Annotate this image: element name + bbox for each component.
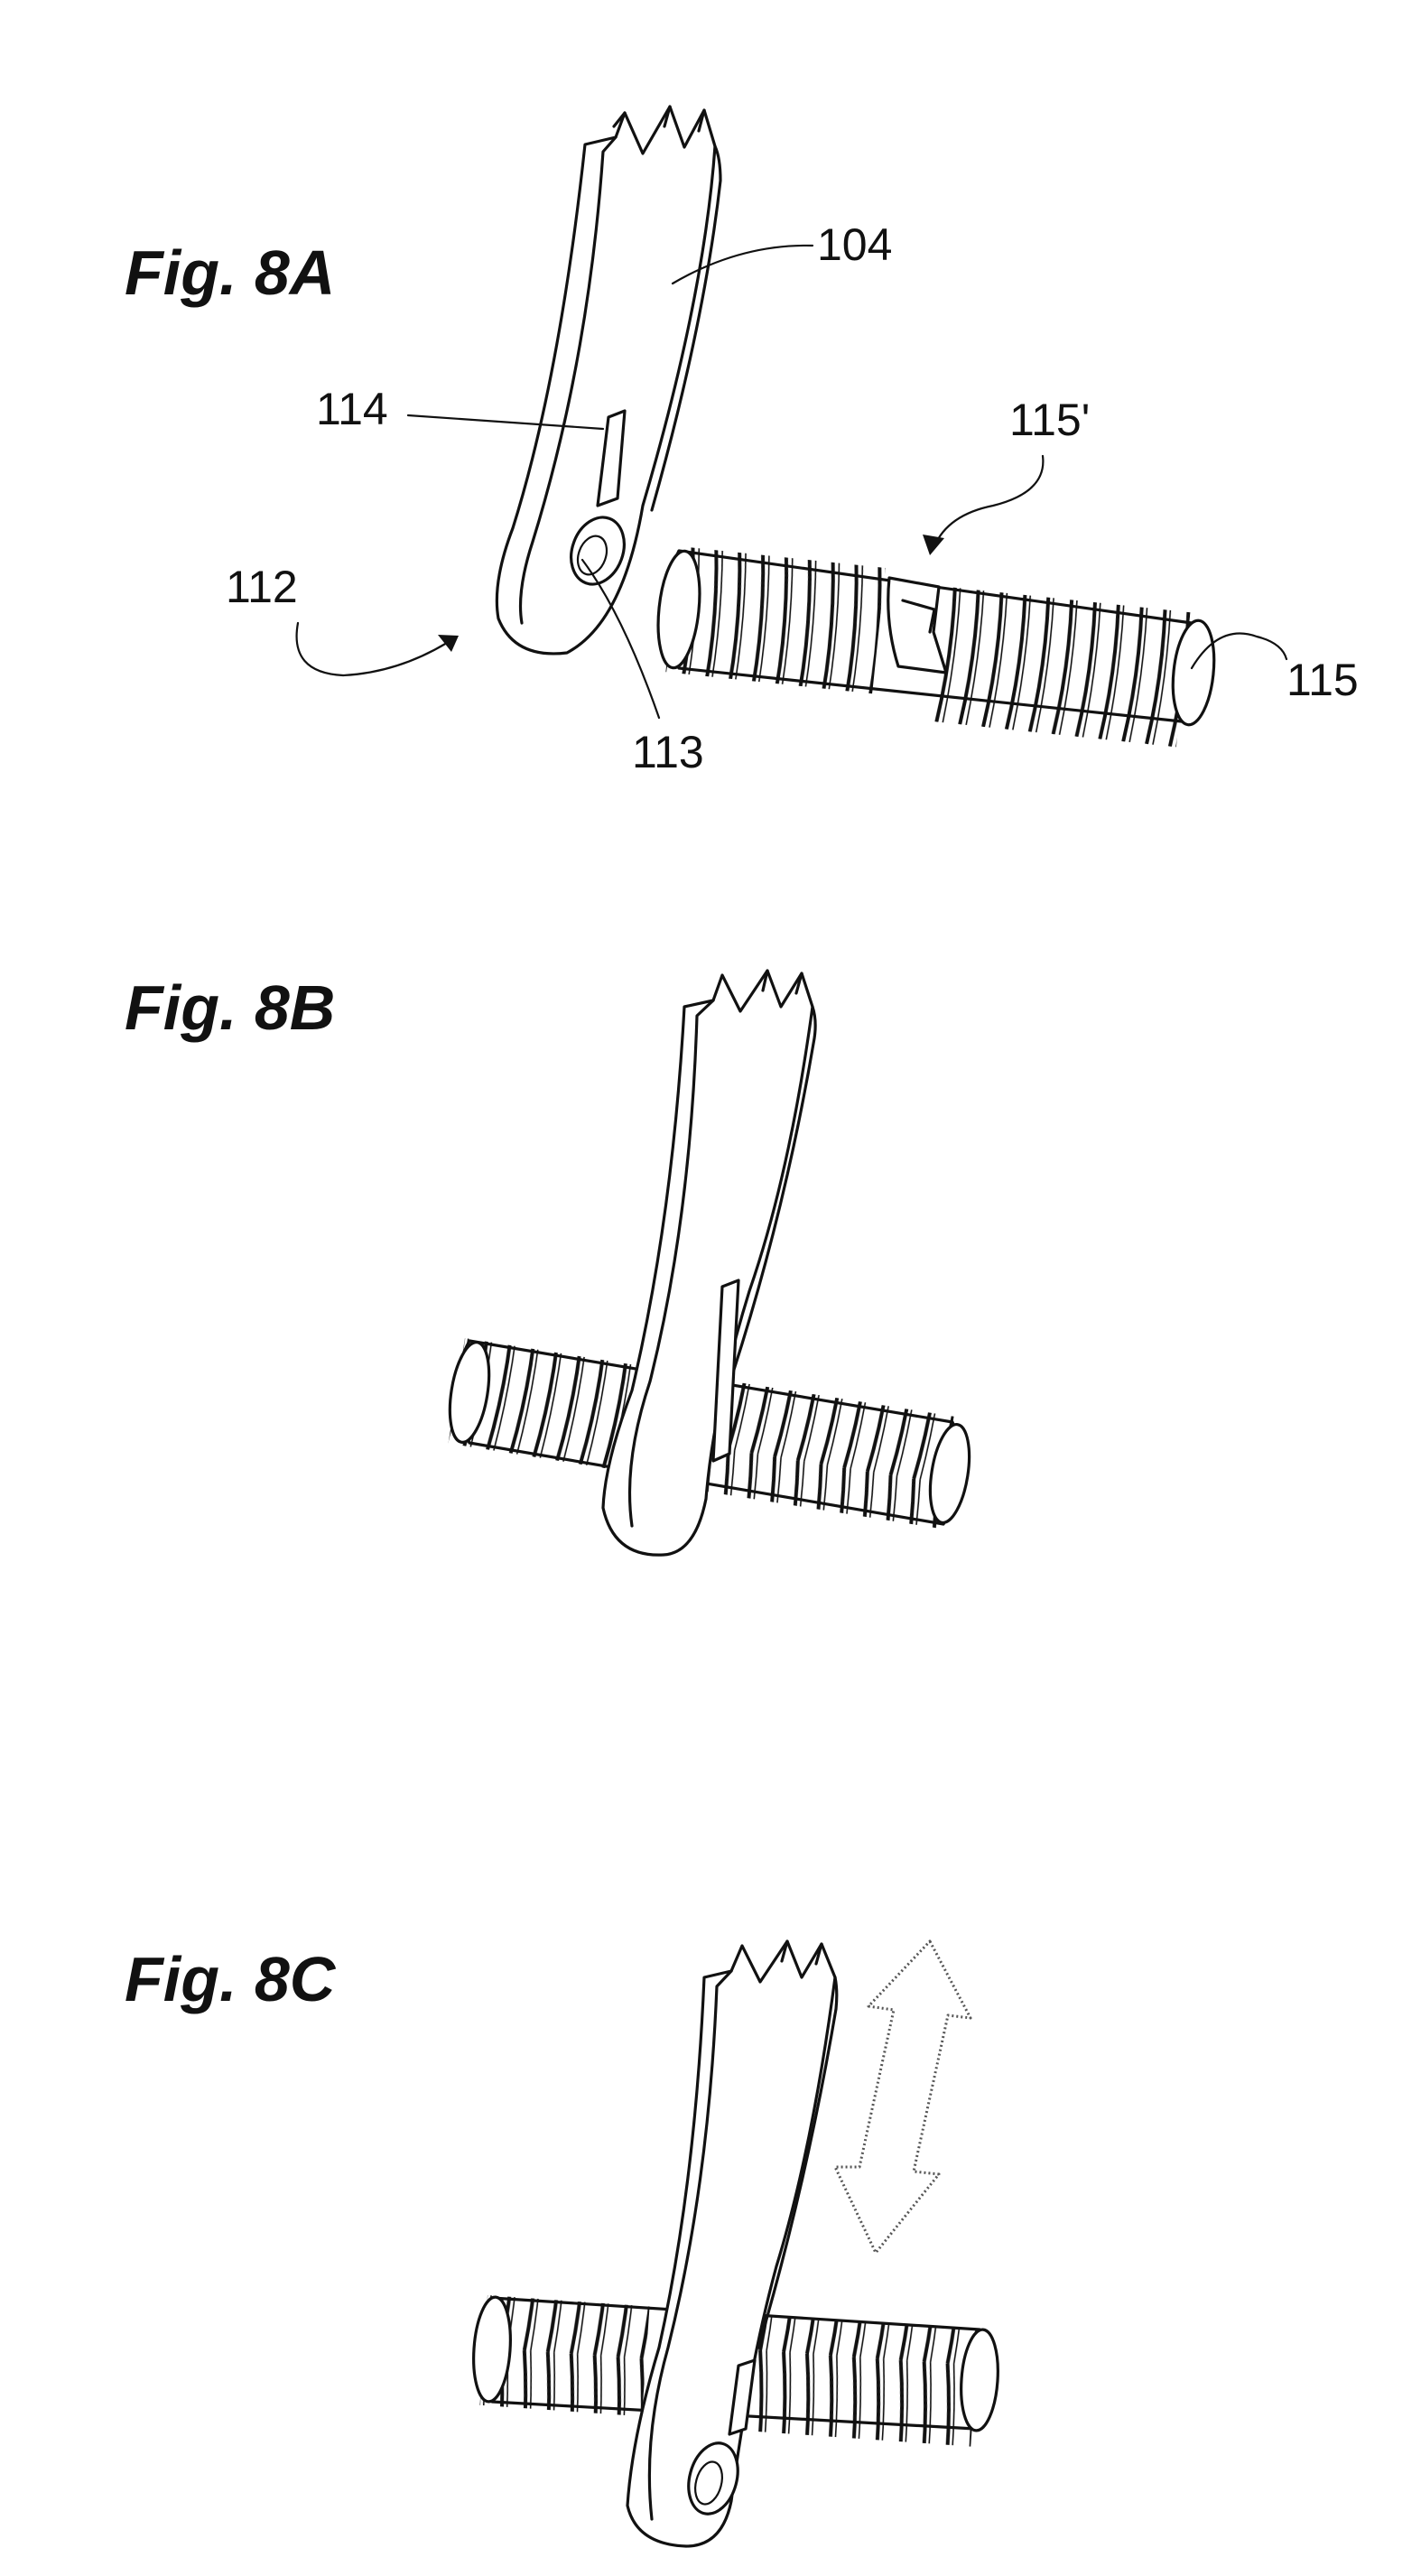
label-112: 112 bbox=[226, 562, 298, 612]
figure-8a-title: Fig. 8A bbox=[125, 237, 335, 308]
figure-8b-title: Fig. 8B bbox=[125, 972, 335, 1043]
figure-8c-title: Fig. 8C bbox=[125, 1944, 337, 2014]
figure-8a: Fig. 8A 104 114 bbox=[125, 107, 1359, 777]
label-115-prime: 115' bbox=[1009, 395, 1090, 445]
label-115: 115 bbox=[1286, 655, 1359, 705]
double-arrow-icon bbox=[835, 1941, 971, 2253]
lever-8c bbox=[627, 1941, 837, 2546]
leader-112 bbox=[297, 623, 447, 675]
arrowhead-115-prime bbox=[923, 535, 944, 555]
screw-115 bbox=[653, 546, 1219, 747]
arrowhead-112 bbox=[438, 635, 459, 652]
leader-115-prime bbox=[934, 456, 1043, 546]
figure-8b: Fig. 8B bbox=[125, 971, 975, 1555]
label-114: 114 bbox=[316, 384, 388, 434]
label-104: 104 bbox=[817, 219, 892, 270]
label-113: 113 bbox=[632, 727, 704, 777]
figure-8c: Fig. 8C bbox=[125, 1941, 1001, 2546]
